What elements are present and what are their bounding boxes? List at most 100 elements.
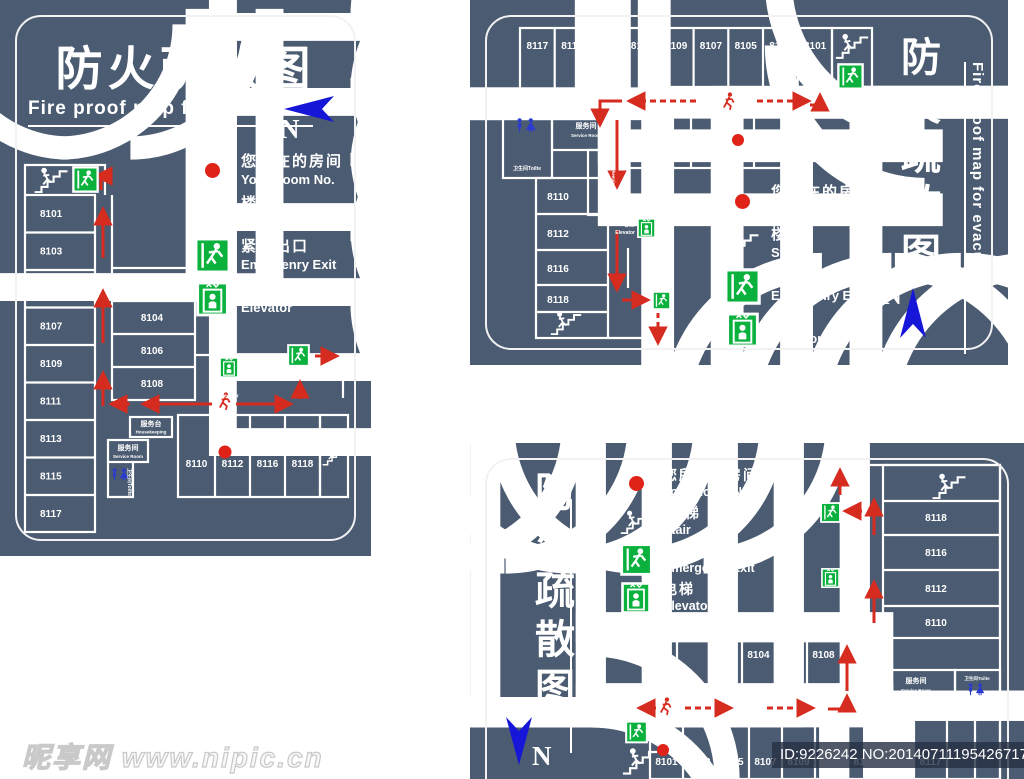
svg-text:8117: 8117 bbox=[527, 41, 549, 52]
panel-left-floor-map: 8101 8103 8105 8107 8109 8111 8113 8115 … bbox=[0, 0, 371, 556]
room-numbers: 8101 8103 8105 8107 8109 8111 8113 8115 … bbox=[40, 209, 314, 520]
svg-text:8107: 8107 bbox=[40, 322, 63, 333]
panel-title-en: Fire proof map for evacuate bbox=[28, 98, 314, 127]
svg-text:服务台: 服务台 bbox=[141, 419, 162, 428]
svg-text:8110: 8110 bbox=[547, 192, 569, 203]
emergency-exit-icon bbox=[652, 291, 671, 310]
stairs-icon bbox=[33, 167, 69, 193]
floor-plan-top-right: 8117 8115 8113 8111 8109 8107 8105 8103 … bbox=[470, 0, 1008, 365]
stairs-icon bbox=[835, 33, 869, 59]
elevator-icon bbox=[219, 356, 239, 379]
north-arrow-icon bbox=[900, 288, 926, 338]
your-room-dot bbox=[732, 134, 744, 146]
panel-title-zh: 防火疏散图 bbox=[895, 36, 939, 281]
svg-text:8118: 8118 bbox=[547, 295, 569, 306]
emergency-exit-icon bbox=[625, 720, 648, 744]
svg-text:Service Room: Service Room bbox=[901, 688, 931, 693]
svg-text:8105: 8105 bbox=[721, 757, 744, 768]
svg-text:8115: 8115 bbox=[40, 472, 62, 483]
panel-top-right-floor-map: 8117 8115 8113 8111 8109 8107 8105 8103 … bbox=[470, 0, 1008, 365]
room-numbers: 8117 8115 8113 8111 8109 8107 8105 8103 … bbox=[527, 41, 827, 306]
stairs-icon bbox=[550, 311, 582, 335]
svg-text:8115: 8115 bbox=[561, 41, 583, 52]
svg-text:8103: 8103 bbox=[688, 757, 711, 768]
svg-text:8118: 8118 bbox=[292, 459, 314, 470]
svg-text:电梯: 电梯 bbox=[222, 383, 236, 392]
north-arrow-icon bbox=[284, 96, 334, 122]
svg-text:8106: 8106 bbox=[664, 148, 687, 159]
svg-text:电梯: 电梯 bbox=[844, 569, 858, 578]
svg-text:8117: 8117 bbox=[40, 509, 62, 520]
svg-text:Housekeeping: Housekeeping bbox=[611, 157, 616, 188]
svg-text:8108: 8108 bbox=[812, 650, 835, 661]
svg-text:服务间: 服务间 bbox=[118, 443, 139, 452]
svg-text:卫生间Toilte: 卫生间Toilte bbox=[513, 165, 541, 172]
svg-text:8113: 8113 bbox=[596, 41, 618, 52]
floor-plan-left: 8101 8103 8105 8107 8109 8111 8113 8115 … bbox=[0, 0, 371, 534]
emergency-exit-icon bbox=[837, 63, 864, 90]
svg-text:8112: 8112 bbox=[547, 229, 569, 240]
elevator-icon bbox=[637, 217, 656, 239]
floor-plan-bottom-right: 8118 8116 8112 8110 8102 8104 8106 8108 … bbox=[470, 443, 1024, 779]
panel-title-en: Fire proof map for evacuate bbox=[570, 499, 592, 753]
svg-text:Elevator: Elevator bbox=[219, 394, 239, 400]
svg-text:8106: 8106 bbox=[141, 346, 164, 357]
svg-text:卫生间Toilte: 卫生间Toilte bbox=[964, 675, 990, 682]
emergency-exit-icon bbox=[192, 237, 232, 274]
north-label: N bbox=[882, 280, 903, 310]
svg-text:服务台: 服务台 bbox=[598, 157, 606, 175]
plan-labels: 服务间 Service Room 卫生间Toilte 服务台 Housekeep… bbox=[513, 121, 635, 236]
svg-text:Elevator: Elevator bbox=[615, 230, 635, 236]
plan-labels: 电梯 Elevator 服务台 Housekeeping 服务间 Service… bbox=[844, 569, 990, 693]
svg-text:8108: 8108 bbox=[141, 379, 164, 390]
svg-text:服务间: 服务间 bbox=[906, 676, 927, 685]
stairs-icon bbox=[622, 747, 658, 775]
svg-text:Service Room: Service Room bbox=[113, 454, 143, 459]
svg-text:8101: 8101 bbox=[655, 757, 678, 768]
plan-labels: 电梯 Elevator 服务台 Housekeeping 服务间 Service… bbox=[113, 383, 239, 496]
svg-text:Housekeeping: Housekeeping bbox=[873, 643, 878, 674]
elevator-icon bbox=[821, 567, 840, 589]
svg-text:8111: 8111 bbox=[40, 397, 62, 408]
svg-text:8102: 8102 bbox=[715, 650, 738, 661]
stairs-icon bbox=[931, 473, 967, 499]
watermark-id: ID:9226242 NO:20140711195426717288 bbox=[772, 742, 1024, 768]
north-label: N bbox=[280, 114, 300, 144]
north-label: N bbox=[532, 741, 552, 771]
route-arrows bbox=[93, 166, 340, 414]
north-arrow-icon bbox=[506, 717, 532, 765]
emergency-exit-icon bbox=[287, 344, 310, 367]
stairs-icon bbox=[722, 231, 762, 257]
svg-text:卫生间Toilte: 卫生间Toilte bbox=[126, 468, 133, 496]
your-room-dot-icon bbox=[618, 476, 654, 492]
svg-text:8105: 8105 bbox=[735, 41, 758, 52]
svg-text:服务间: 服务间 bbox=[576, 121, 597, 130]
svg-text:8102: 8102 bbox=[727, 148, 750, 159]
svg-text:8101: 8101 bbox=[40, 209, 63, 220]
emergency-exit-icon bbox=[820, 502, 841, 523]
svg-text:8103: 8103 bbox=[40, 247, 63, 258]
emergency-exit-icon bbox=[722, 268, 762, 305]
your-room-dot-icon bbox=[192, 163, 232, 178]
elevator-icon bbox=[722, 312, 762, 348]
panel-title-zh: 防火疏散图 bbox=[529, 471, 573, 716]
svg-text:8107: 8107 bbox=[754, 757, 777, 768]
stairs-icon bbox=[618, 510, 654, 534]
svg-text:Housekeeping: Housekeeping bbox=[136, 430, 167, 435]
svg-text:8110: 8110 bbox=[925, 618, 947, 629]
svg-text:8112: 8112 bbox=[222, 459, 244, 470]
svg-text:电梯: 电梯 bbox=[622, 219, 636, 228]
